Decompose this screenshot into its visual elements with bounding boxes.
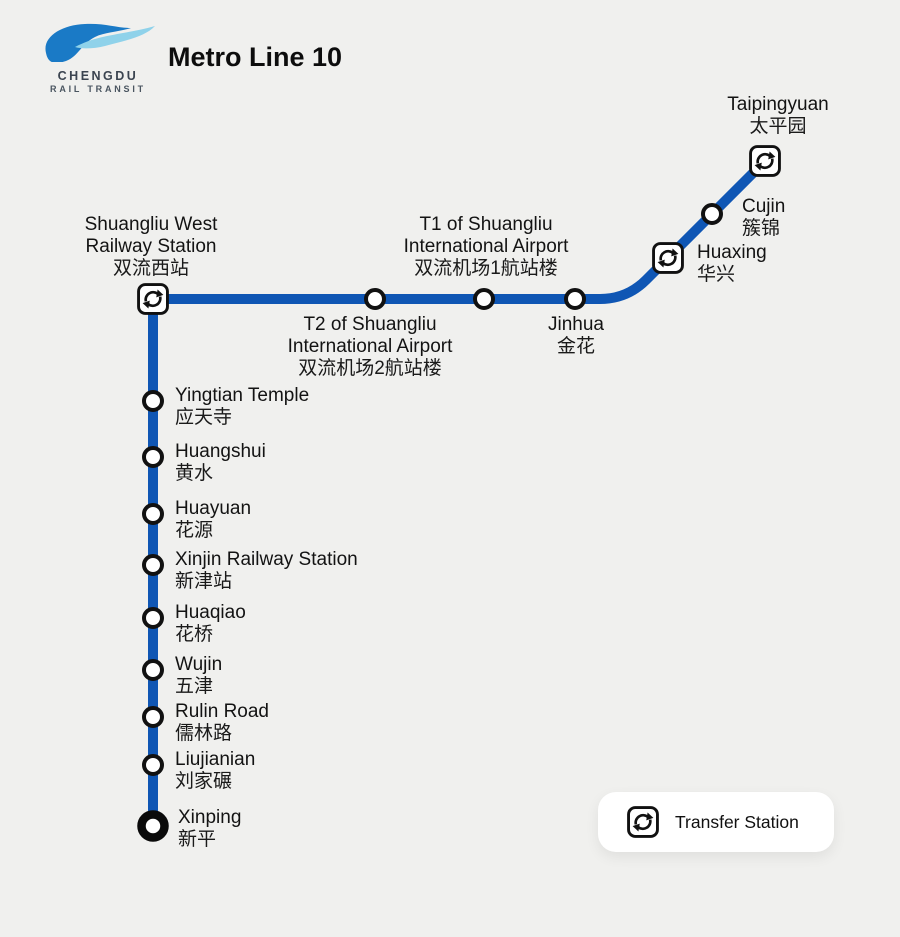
station-name-zh: 双流机场2航站楼	[298, 358, 442, 379]
station-name-zh: 应天寺	[175, 407, 233, 428]
station-label-cujin: Cujin 簇锦	[742, 196, 785, 240]
page-title: Metro Line 10	[168, 42, 343, 72]
logo-text-rail-transit: RAIL TRANSIT	[50, 84, 146, 94]
station-name-zh: 太平园	[749, 116, 807, 137]
station-name-zh: 花源	[175, 520, 214, 541]
station-name-zh: 双流西站	[112, 258, 189, 279]
station-marker-liujianian	[142, 754, 164, 776]
station-name-en: Cujin	[742, 196, 786, 217]
station-marker-cujin	[701, 203, 723, 225]
station-name-zh: 儒林路	[175, 723, 233, 744]
station-name-en: Taipingyuan	[727, 94, 829, 115]
station-name-en: Shuangliu West Railway Station	[84, 214, 218, 257]
station-label-taipingyuan: Taipingyuan 太平园	[727, 94, 828, 138]
station-label-jinhua: Jinhua 金花	[548, 314, 604, 358]
station-name-en: Huaxing	[697, 242, 767, 263]
station-name-zh: 新平	[178, 829, 217, 850]
station-name-zh: 华兴	[697, 264, 736, 285]
station-name-zh: 新津站	[175, 571, 233, 592]
station-name-zh: 花桥	[175, 624, 214, 645]
station-name-zh: 刘家碾	[175, 771, 233, 792]
station-name-zh: 金花	[556, 336, 595, 357]
station-marker-yingtian-temple	[142, 390, 164, 412]
logo-swoosh-icon	[45, 23, 155, 63]
station-label-t1-airport: T1 of Shuangliu International Airport 双流…	[390, 214, 582, 280]
station-label-liujianian: Liujianian 刘家碾	[175, 749, 255, 793]
transfer-station-icon	[627, 806, 659, 838]
station-name-zh: 双流机场1航站楼	[414, 258, 558, 279]
station-name-en: T1 of Shuangliu International Airport	[403, 214, 569, 257]
station-label-yingtian-temple: Yingtian Temple 应天寺	[175, 385, 309, 429]
station-marker-xinjin-railway-station	[142, 554, 164, 576]
chengdu-rail-transit-logo: CHENGDU RAIL TRANSIT	[38, 20, 158, 94]
logo-text-chengdu: CHENGDU	[57, 69, 139, 83]
station-name-zh: 五津	[175, 676, 214, 697]
station-name-en: Wujin	[175, 654, 223, 675]
station-label-wujin: Wujin 五津	[175, 654, 222, 698]
station-marker-rulin-road	[142, 706, 164, 728]
station-name-en: Rulin Road	[175, 701, 269, 722]
terminus-marker-xinping	[137, 810, 169, 842]
station-name-en: Jinhua	[548, 314, 604, 335]
station-name-en: Xinjin Railway Station	[175, 549, 358, 570]
station-label-shuangliu-west: Shuangliu West Railway Station 双流西站	[75, 214, 227, 280]
transfer-marker-shuangliu-west	[137, 283, 169, 315]
station-name-en: Huaqiao	[175, 602, 246, 623]
transfer-marker-taipingyuan	[749, 145, 781, 177]
legend-label: Transfer Station	[675, 811, 799, 832]
station-label-xinping: Xinping 新平	[178, 807, 241, 851]
station-label-xinjin-railway-station: Xinjin Railway Station 新津站	[175, 549, 358, 593]
station-name-zh: 黄水	[175, 463, 214, 484]
line-10-route-path	[148, 157, 769, 826]
station-name-en: Liujianian	[175, 749, 256, 770]
legend-card: Transfer Station	[598, 792, 834, 852]
station-label-huangshui: Huangshui 黄水	[175, 441, 266, 485]
station-marker-huaqiao	[142, 607, 164, 629]
station-name-en: Huangshui	[175, 441, 266, 462]
station-name-en: Xinping	[178, 807, 242, 828]
station-marker-jinhua	[564, 288, 586, 310]
station-marker-huangshui	[142, 446, 164, 468]
station-marker-huayuan	[142, 503, 164, 525]
station-label-t2-airport: T2 of Shuangliu International Airport 双流…	[274, 314, 466, 380]
station-label-huayuan: Huayuan 花源	[175, 498, 251, 542]
station-label-rulin-road: Rulin Road 儒林路	[175, 701, 269, 745]
station-name-en: Huayuan	[175, 498, 252, 519]
station-marker-t2-airport	[364, 288, 386, 310]
station-marker-wujin	[142, 659, 164, 681]
transfer-marker-huaxing	[652, 242, 684, 274]
station-name-zh: 簇锦	[742, 218, 781, 239]
station-label-huaxing: Huaxing 华兴	[697, 242, 767, 286]
station-name-en: T2 of Shuangliu International Airport	[287, 314, 453, 357]
station-marker-t1-airport	[473, 288, 495, 310]
station-label-huaqiao: Huaqiao 花桥	[175, 602, 246, 646]
station-name-en: Yingtian Temple	[175, 385, 310, 406]
